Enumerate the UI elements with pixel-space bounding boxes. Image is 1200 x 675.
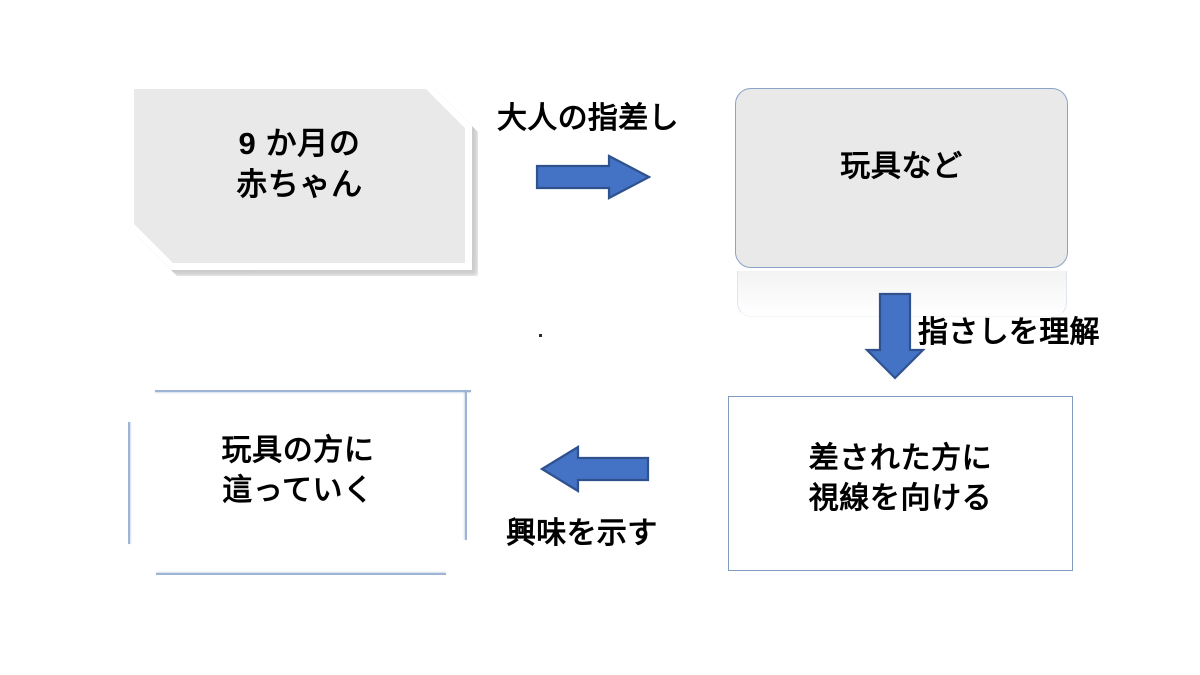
node-toy[interactable]: 玩具など [735, 88, 1068, 268]
node-toy-label: 玩具など [840, 150, 963, 183]
node-crawl-border-left [128, 422, 131, 544]
node-crawl-border-top [155, 390, 471, 393]
node-crawl[interactable]: 玩具の方に 這っていく [128, 390, 471, 576]
node-baby-label: 9 か月の 赤ちゃん [236, 126, 363, 202]
node-crawl-label: 玩具の方に 這っていく [221, 434, 375, 507]
edge-label-understand-pointing: 指さしを理解 [918, 316, 1100, 349]
node-crawl-border-bottom [156, 573, 446, 576]
node-gaze[interactable]: 差された方に 視線を向ける [728, 396, 1073, 571]
arrow-down-icon [864, 292, 926, 380]
edge-label-adult-pointing: 大人の指差し [497, 102, 679, 135]
node-baby-fill [134, 89, 465, 263]
arrow-left-icon [540, 445, 650, 493]
node-baby[interactable]: 9 か月の 赤ちゃん [127, 82, 472, 270]
edge-label-show-interest: 興味を示す [506, 517, 658, 550]
node-gaze-label: 差された方に 視線を向ける [808, 442, 993, 515]
stray-speck [539, 334, 542, 337]
arrow-right-icon [535, 154, 651, 200]
node-crawl-border-right [465, 390, 468, 540]
